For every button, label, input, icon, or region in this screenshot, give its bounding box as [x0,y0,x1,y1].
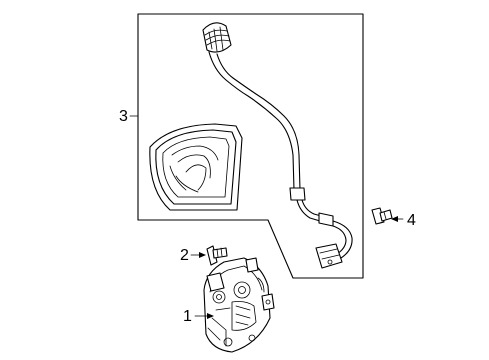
shifter-assembly [203,257,275,353]
callout-3: 3 [119,108,139,125]
bolt-2 [206,245,228,266]
shift-knob [202,22,232,53]
callout-2: 2 [180,247,206,264]
svg-text:2: 2 [180,247,189,264]
shift-boot [149,123,243,211]
svg-text:1: 1 [183,308,192,325]
svg-text:3: 3 [119,108,128,125]
svg-text:4: 4 [407,212,416,229]
bolt-4 [371,207,393,225]
group-frame-3 [137,13,364,279]
shift-cable [208,51,353,269]
callout-1: 1 [183,308,214,325]
callout-4: 4 [391,212,416,229]
